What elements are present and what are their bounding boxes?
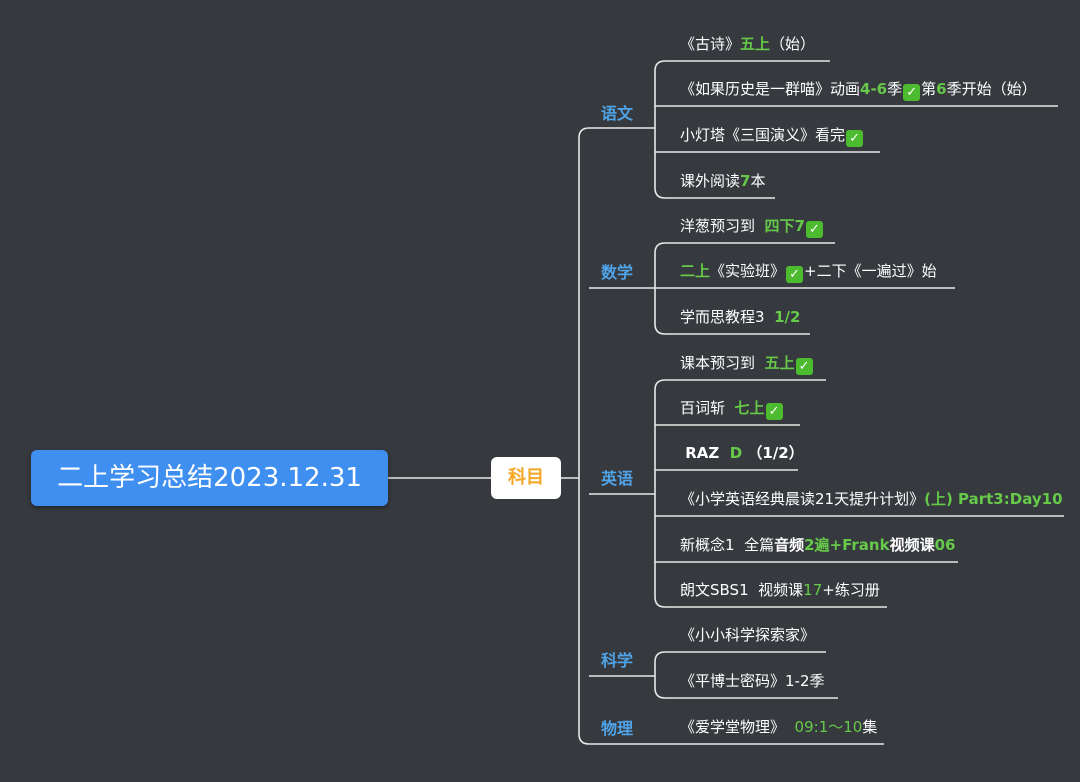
item-chinese-4[interactable]: 课外阅读7本	[680, 170, 765, 192]
item-math-2[interactable]: 二上《实验班》✓+二下《一遍过》始	[680, 260, 937, 283]
item-text-segment: 7	[740, 172, 751, 190]
item-text-segment: (上) Part3:Day10	[924, 490, 1063, 508]
item-text-segment: 《小小科学探索家》	[680, 626, 816, 644]
item-text-segment: 课本预习到	[680, 354, 765, 372]
main-trunk-line	[578, 127, 590, 745]
item-text-segment: 新概念1 全篇	[680, 536, 775, 554]
item-math-3[interactable]: 学而思教程3 1/2	[680, 306, 800, 328]
item-text-segment: 《古诗》	[680, 35, 741, 53]
item-text-segment: 七上	[734, 399, 765, 417]
subject-science[interactable]: 科学	[601, 651, 634, 670]
item-text-segment: （1/2）	[747, 444, 804, 462]
subject-chinese[interactable]: 语文	[601, 104, 634, 123]
item-chinese-2[interactable]: 《如果历史是一群喵》动画4-6季✓第6季开始（始）	[680, 78, 1037, 101]
item-text-segment: 视频课	[889, 536, 935, 554]
item-text-segment: +二下《一遍过》始	[804, 262, 937, 280]
subject-math[interactable]: 数学	[601, 263, 634, 282]
subject-english[interactable]: 英语	[601, 469, 634, 488]
check-mark-icon: ✓	[765, 403, 783, 420]
sub-trunk-science	[654, 651, 666, 699]
item-text-segment: 朗文SBS1 视频课	[680, 581, 804, 599]
item-text-segment: 《如果历史是一群喵》动画	[680, 80, 861, 98]
item-english-3[interactable]: RAZ D （1/2）	[680, 442, 804, 464]
item-text-segment: 本	[750, 172, 766, 190]
sub-trunk-chinese	[654, 60, 666, 199]
item-text-segment: 音频	[774, 536, 805, 554]
check-mark-icon: ✓	[795, 358, 813, 375]
item-math-1[interactable]: 洋葱预习到 四下7✓	[680, 215, 824, 238]
item-text-segment: 学而思教程3	[680, 308, 775, 326]
item-text-segment: （始）	[770, 35, 816, 53]
item-english-6[interactable]: 朗文SBS1 视频课17+练习册	[680, 579, 880, 601]
item-text-segment: 季	[887, 80, 903, 98]
item-text-segment: 《实验班》	[710, 262, 786, 280]
subject-physics[interactable]: 物理	[601, 719, 634, 738]
item-text-segment: 课外阅读	[680, 172, 741, 190]
root-node[interactable]: 二上学习总结2023.12.31	[31, 450, 388, 506]
item-text-segment: 17	[803, 581, 823, 599]
item-text-segment: 09:1～10	[794, 718, 863, 736]
item-text-segment: 《平博士密码》1-2季	[680, 672, 825, 690]
item-text-segment: 06	[934, 536, 956, 554]
item-text-segment: 二上	[680, 262, 711, 280]
sub-trunk-english	[654, 379, 666, 608]
item-chinese-1[interactable]: 《古诗》五上（始）	[680, 33, 815, 55]
item-text-segment: 五上	[740, 35, 771, 53]
check-mark-icon: ✓	[846, 130, 864, 147]
item-text-segment: 集	[862, 718, 878, 736]
item-text-segment: 五上	[764, 354, 795, 372]
check-mark-icon: ✓	[805, 221, 823, 238]
item-english-5[interactable]: 新概念1 全篇音频2遍+Frank视频课06	[680, 534, 955, 556]
item-text-segment: 季开始（始）	[946, 80, 1037, 98]
item-chinese-3[interactable]: 小灯塔《三国演义》看完✓	[680, 124, 864, 147]
item-text-segment: 《小学英语经典晨读21天提升计划》	[680, 490, 925, 508]
item-text-segment: 洋葱预习到	[680, 217, 765, 235]
check-mark-icon: ✓	[786, 266, 804, 283]
item-text-segment: 四下7	[764, 217, 805, 235]
item-english-4[interactable]: 《小学英语经典晨读21天提升计划》(上) Part3:Day10	[680, 488, 1063, 510]
item-english-2[interactable]: 百词斩 七上✓	[680, 397, 784, 420]
item-text-segment: 《爱学堂物理》	[680, 718, 795, 736]
item-text-segment: +练习册	[822, 581, 880, 599]
item-text-segment: D	[724, 444, 748, 462]
subjects-hub-node[interactable]: 科目	[491, 457, 561, 499]
item-text-segment: 4-6	[860, 80, 888, 98]
item-science-2[interactable]: 《平博士密码》1-2季	[680, 670, 825, 692]
check-mark-icon: ✓	[903, 84, 921, 101]
item-text-segment: RAZ	[680, 444, 725, 462]
item-text-segment: 6	[936, 80, 947, 98]
item-text-segment: 1/2	[774, 308, 801, 326]
item-english-1[interactable]: 课本预习到 五上✓	[680, 352, 814, 375]
item-text-segment: 百词斩	[680, 399, 735, 417]
item-text-segment: 小灯塔《三国演义》看完	[680, 126, 846, 144]
item-science-1[interactable]: 《小小科学探索家》	[680, 624, 815, 646]
item-physics-1[interactable]: 《爱学堂物理》 09:1～10集	[680, 716, 877, 738]
item-text-segment: 第	[921, 80, 937, 98]
item-text-segment: 2遍+Frank	[804, 536, 890, 554]
